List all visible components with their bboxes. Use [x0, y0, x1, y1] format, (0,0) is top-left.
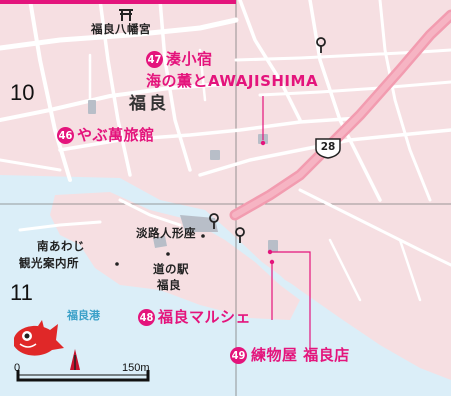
poi-49-name: 練物屋 福良店	[251, 346, 350, 364]
place-port: 福良港	[67, 309, 100, 322]
place-michinoeki-line1: 道の駅	[153, 262, 189, 276]
poi-47-line1: 湊小宿	[166, 50, 213, 68]
north-arrow-icon	[70, 349, 80, 370]
shrine-gate-icon	[119, 9, 133, 21]
place-puppet-theater: 淡路人形座	[136, 226, 196, 240]
route-28-shield: 28	[314, 135, 342, 159]
place-tourist-info-line2: 観光案内所	[19, 256, 79, 270]
poi-badge-47: 47	[146, 51, 163, 68]
place-michinoeki-line2: 福良	[157, 278, 181, 292]
scale-start: 0	[14, 362, 21, 374]
route-shield-icon	[315, 138, 341, 159]
place-tourist-info-line1: 南あわじ	[37, 239, 85, 253]
poi-badge-46: 46	[57, 127, 74, 144]
poi-46-name: やぶ萬旅館	[77, 126, 155, 144]
grid-number-11: 11	[10, 280, 33, 305]
landmark-icons	[209, 37, 326, 243]
buildings	[88, 100, 278, 252]
route-number: 28	[320, 141, 336, 153]
grid-number-10: 10	[10, 80, 35, 105]
mascot-fish-icon	[14, 320, 64, 356]
island-land	[160, 232, 270, 315]
place-shrine: 福良八幡宮	[91, 22, 151, 36]
frame-top	[0, 0, 236, 4]
town-label: 福良	[129, 94, 169, 114]
scale-end: 150m	[122, 362, 150, 374]
poi-48-name: 福良マルシェ	[158, 308, 252, 326]
east-land	[260, 235, 451, 362]
poi-47-line2: 海の薫とAWAJISHIMA	[146, 72, 319, 90]
poi-badge-48: 48	[138, 309, 155, 326]
poi-badge-49: 49	[230, 347, 247, 364]
scale-bar	[16, 370, 150, 382]
leader-lines	[260, 96, 311, 354]
